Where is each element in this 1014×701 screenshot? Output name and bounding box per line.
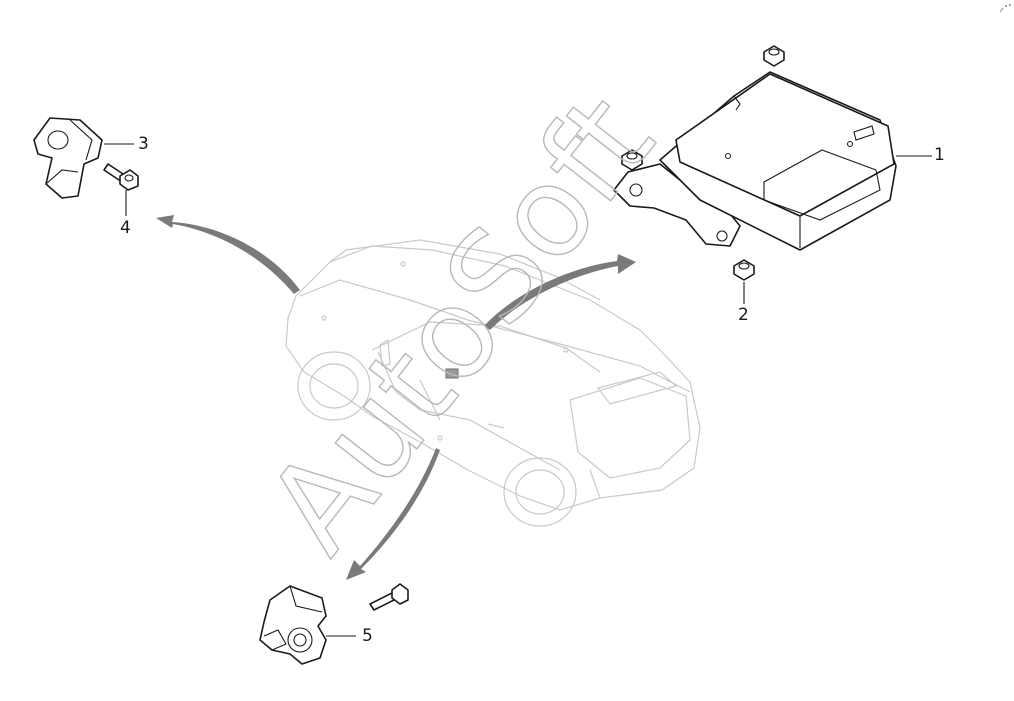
vehicle-outline — [285, 239, 701, 527]
sensor-bolt — [103, 163, 139, 191]
corner-mark — [999, 4, 1011, 13]
watermark-text: AutoSoft — [240, 70, 681, 578]
mounting-nuts — [621, 45, 785, 281]
callout-label-5: 5 — [362, 626, 373, 646]
location-arrows — [156, 215, 636, 580]
callout-label-4: 4 — [120, 218, 131, 238]
callout-label-1: 1 — [934, 145, 945, 165]
callout-label-2: 2 — [738, 305, 749, 325]
callout-label-3: 3 — [138, 134, 149, 154]
side-impact-sensor — [33, 117, 103, 199]
airbag-control-module — [613, 71, 897, 251]
front-impact-sensor — [259, 583, 409, 665]
leader-lines — [104, 143, 932, 637]
